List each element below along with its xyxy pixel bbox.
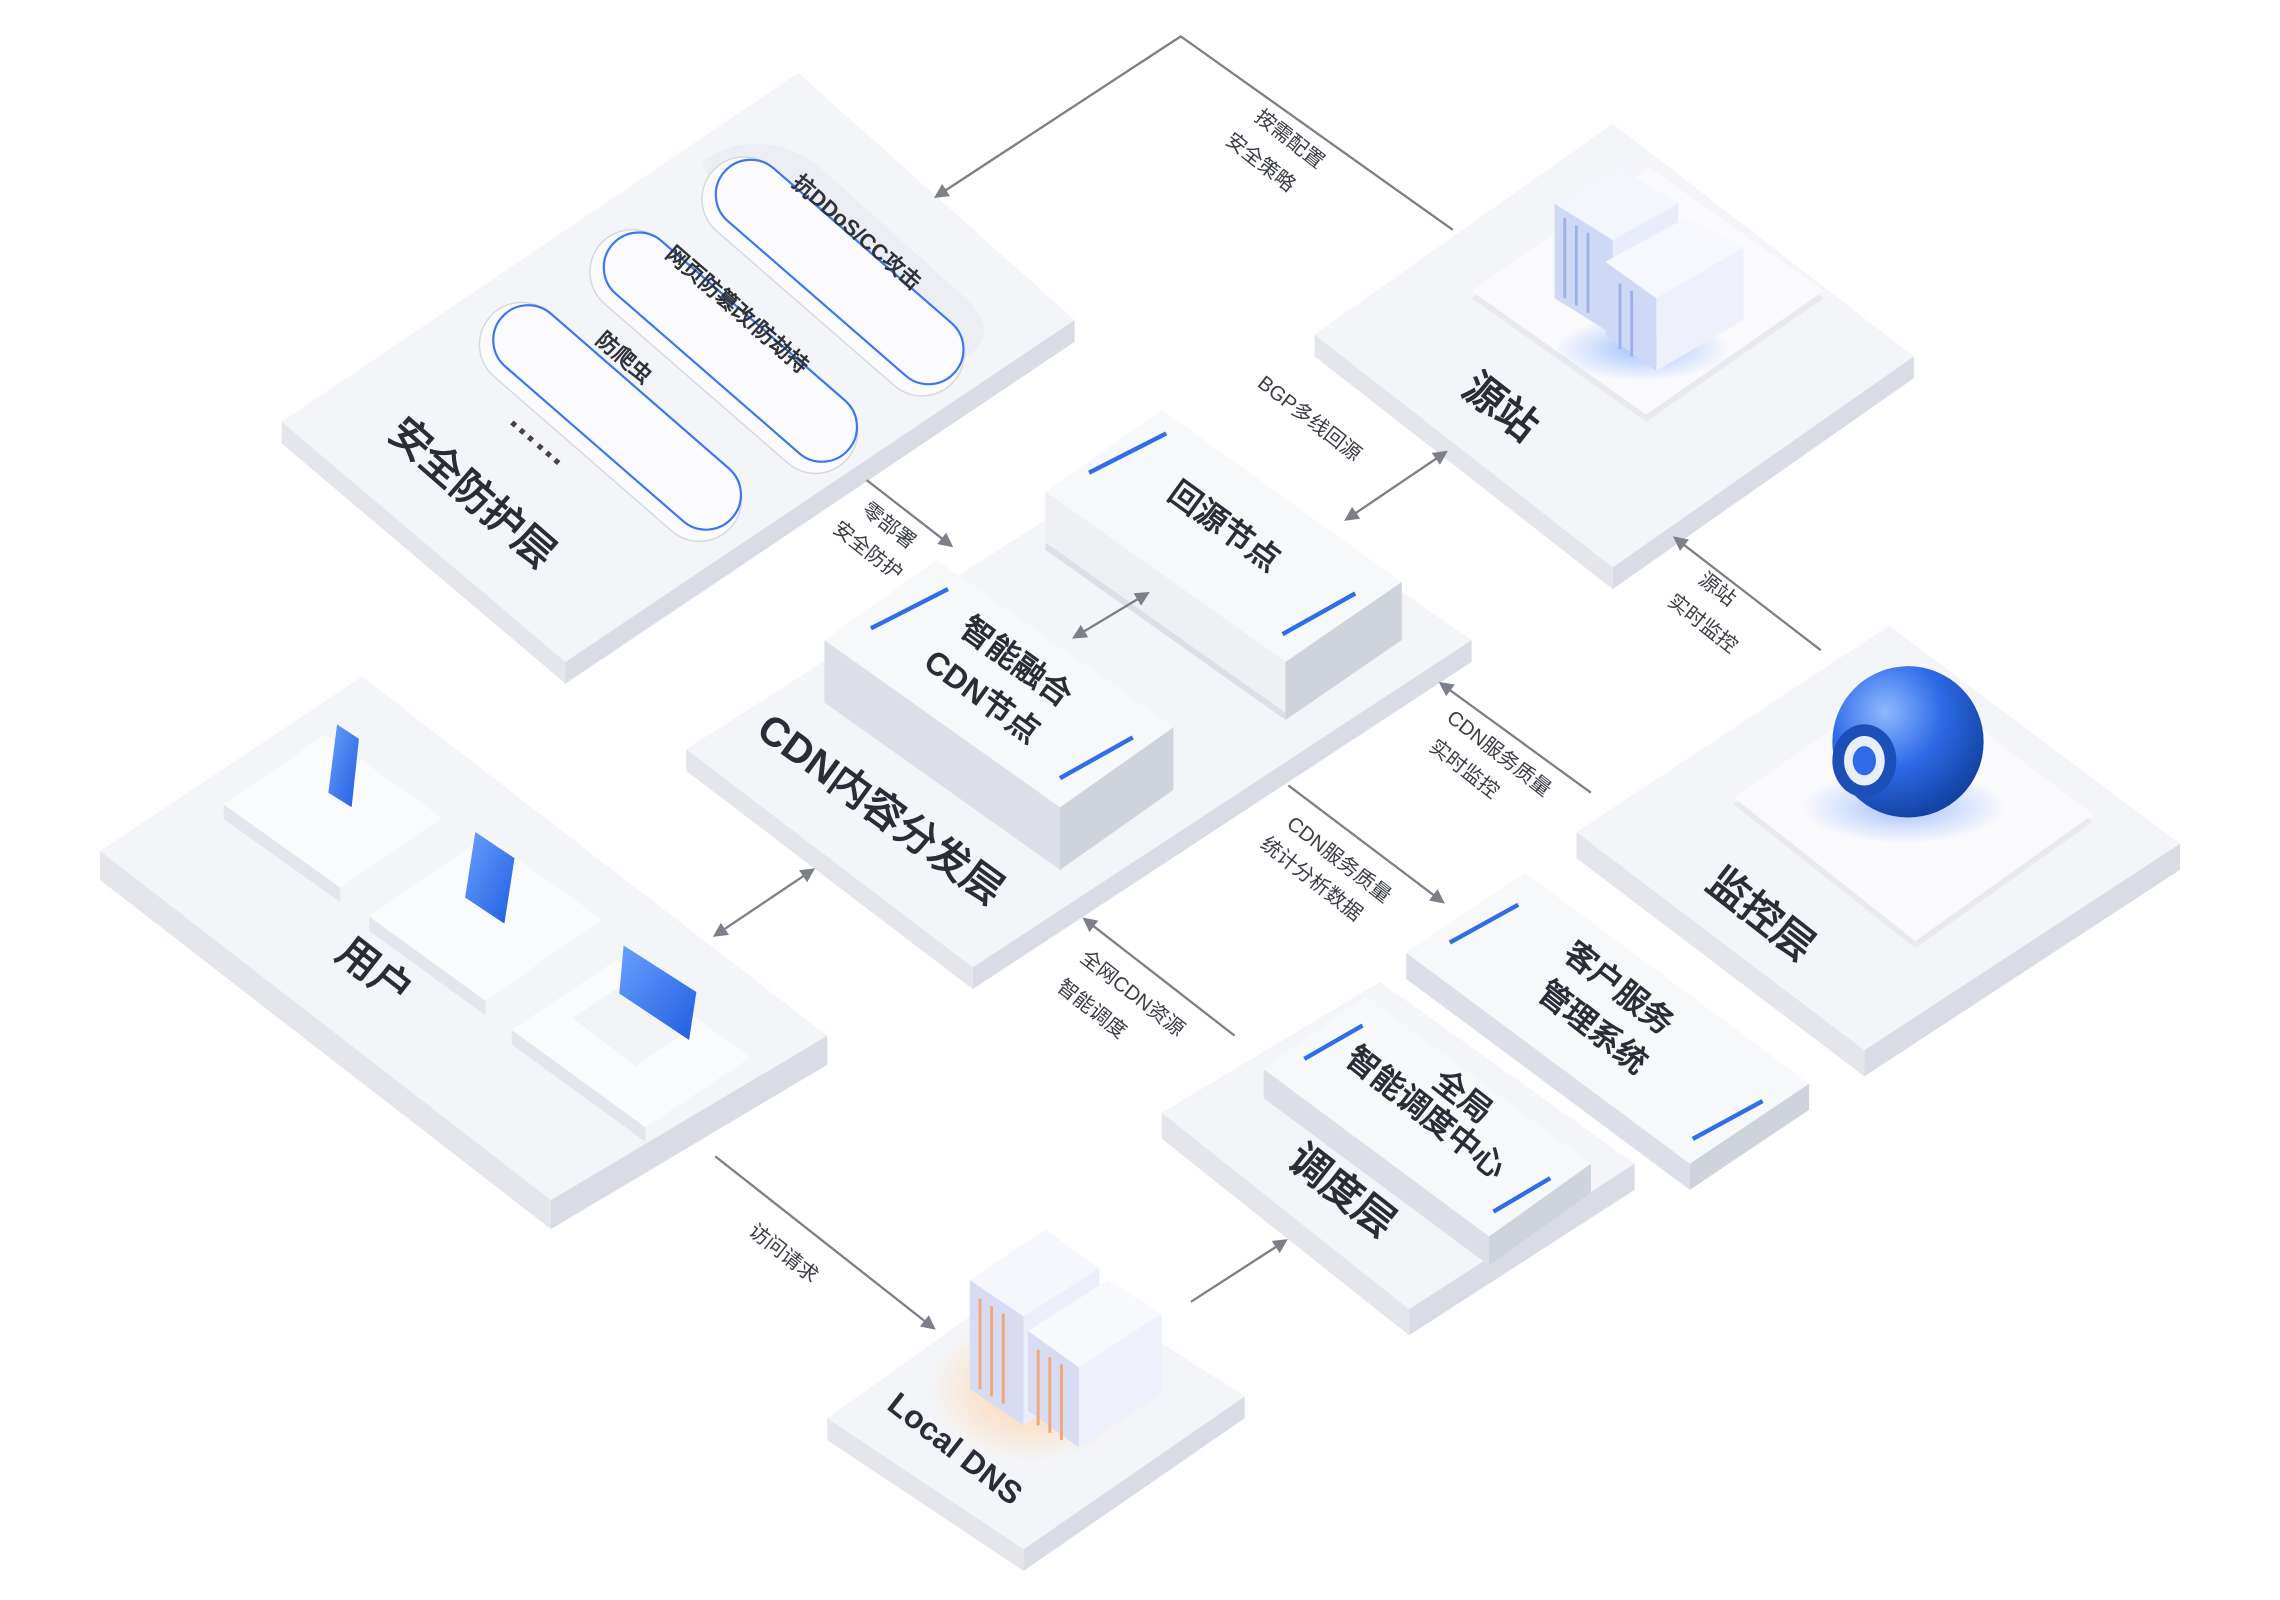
arrow-on-demand <box>933 34 1454 231</box>
arrow-cdn-stats <box>1287 784 1445 904</box>
local-dns: Local DNS <box>827 1229 1245 1571</box>
arrow-users-cdn <box>712 868 816 937</box>
dispatch-layer: 全局 智能调度中心 调度层 <box>1161 981 1635 1336</box>
label-global-dispatch-1: 全网CDN资源 <box>1076 946 1189 1041</box>
server-icon <box>1554 167 1744 371</box>
fusion-cdn-node: 智能融合 CDN节点 <box>824 560 1174 870</box>
label-origin-monitor-1: 源站 <box>1694 568 1740 611</box>
arrow-origin-monitor <box>1672 536 1822 652</box>
back-to-origin-node: 回源节点 <box>1045 410 1402 720</box>
security-layer: 抗DDoS/CC攻击 网页防篡改/防劫持 防爬虫 …… 安全防护层 <box>281 72 1075 684</box>
laptop-device <box>511 945 751 1142</box>
arrow-access-request <box>714 1155 936 1330</box>
cdn-layer: 回源节点 智能融合 CDN节点 CDN内容分发层 <box>686 410 1472 990</box>
tablet-device <box>369 832 602 1016</box>
edges <box>712 34 1822 1330</box>
arrow-dns-dispatch <box>1190 1239 1288 1303</box>
global-dispatch-center: 全局 智能调度中心 <box>1263 996 1591 1266</box>
camera-sphere-icon <box>1832 666 1984 818</box>
phone-device <box>223 724 442 902</box>
label-bgp: BGP多线回源 <box>1253 371 1365 466</box>
dns-server-icon <box>969 1229 1162 1448</box>
arrow-fusion-origin <box>1072 591 1150 639</box>
arrow-zero-deploy <box>865 479 954 548</box>
monitor-layer: 监控层 <box>1576 625 2180 1077</box>
arrow-bgp <box>1344 450 1448 521</box>
arrow-dispatch-cdn <box>1082 917 1236 1037</box>
arrow-cdn-monitor <box>1438 681 1592 794</box>
label-access-request: 访问请求 <box>744 1219 822 1287</box>
origin-station: 源站 <box>1314 123 1914 590</box>
users-layer: 用户 <box>100 676 828 1230</box>
